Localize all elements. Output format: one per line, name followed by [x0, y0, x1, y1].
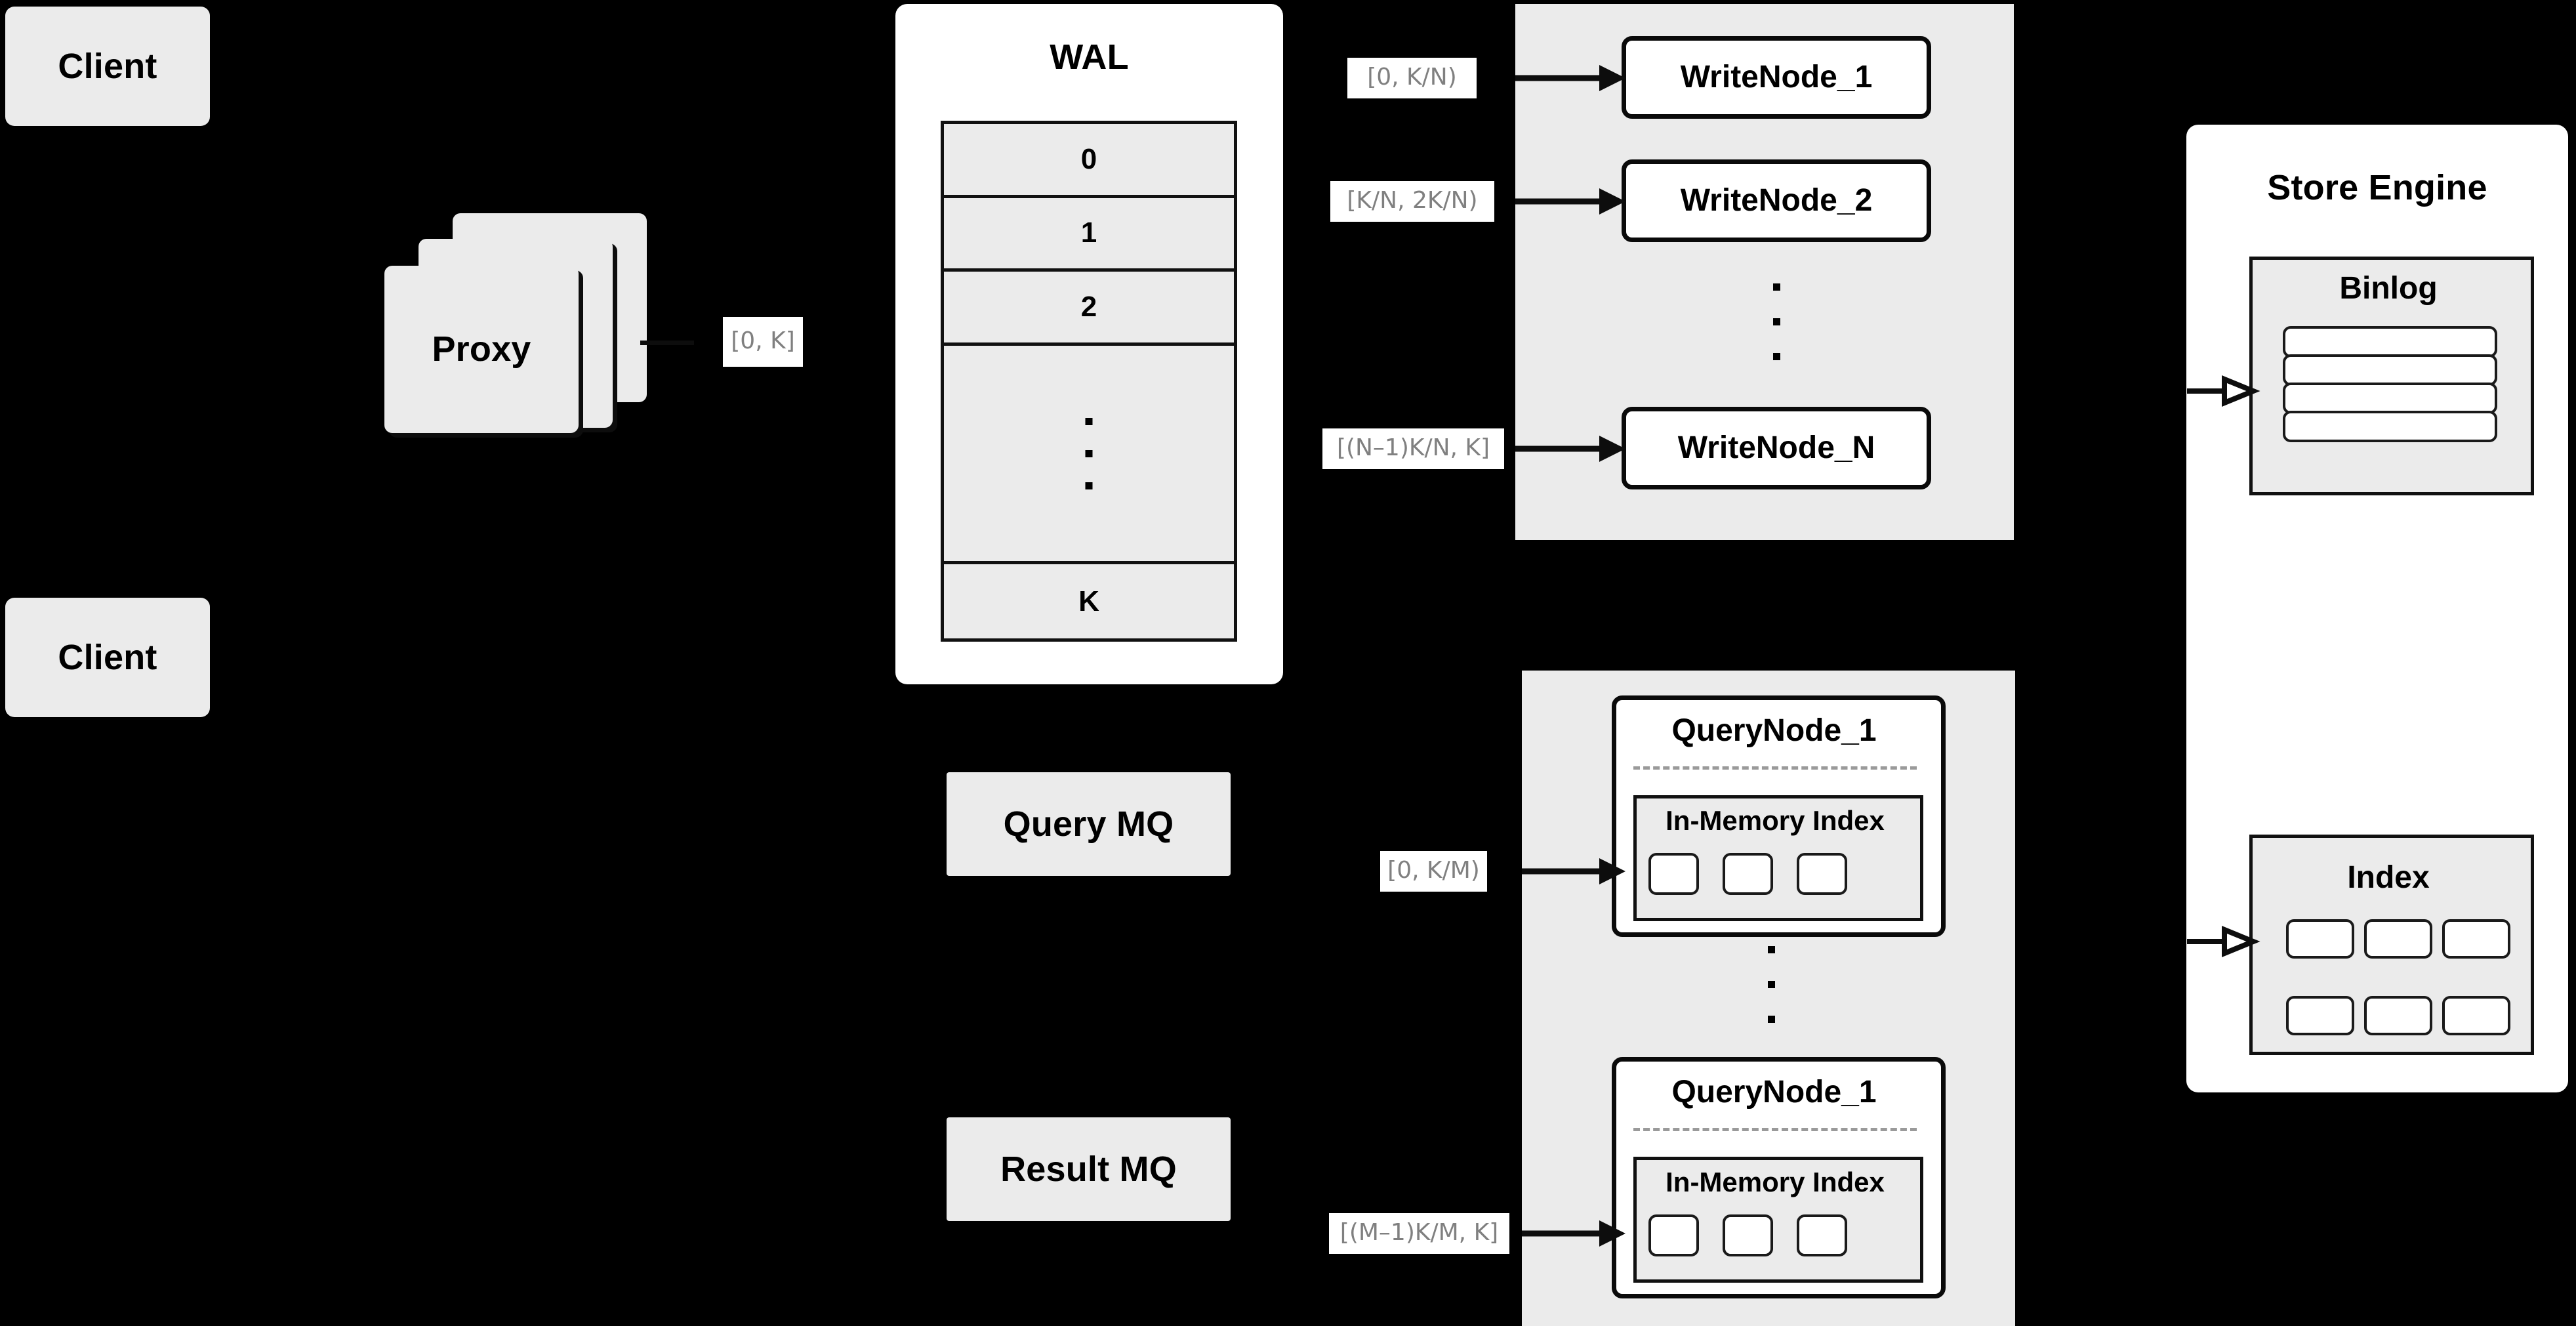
query-node-1-index-cell — [1797, 853, 1847, 895]
arrow-to-binlog — [2187, 375, 2260, 407]
index-cell — [2364, 996, 2432, 1035]
query-node-1-index-title: In-Memory Index — [1666, 804, 1885, 836]
wal-row: 2 — [944, 272, 1234, 346]
query-node-m-index-cell — [1648, 1214, 1699, 1256]
query-node-m-label: QueryNode_1 — [1671, 1074, 1877, 1109]
write-node-n: WriteNode_N — [1622, 407, 1931, 489]
arrow-to-index — [2187, 926, 2260, 957]
edge-label-query-range-1: [0, K/M) — [1380, 851, 1487, 892]
query-cluster-ellipsis-icon — [1767, 945, 1775, 1024]
proxy-stack: Proxy — [384, 213, 686, 433]
arrow-to-write-node-2 — [1515, 185, 1627, 218]
wal-row: 1 — [944, 198, 1234, 272]
arrow-to-query-node-1 — [1522, 855, 1627, 888]
edge-label-write-range-2: [K/N, 2K/N) — [1330, 181, 1494, 222]
wal-row-ellipsis — [944, 346, 1234, 565]
write-node-label: WriteNode_2 — [1680, 182, 1873, 218]
binlog-row — [2283, 411, 2497, 442]
index-cell — [2286, 919, 2354, 959]
arrow-to-write-node-1 — [1515, 62, 1627, 94]
query-node-m-separator — [1633, 1128, 1917, 1131]
arrow-to-write-node-n — [1515, 432, 1627, 465]
query-node-m-index-title: In-Memory Index — [1666, 1166, 1885, 1197]
index-cell — [2364, 919, 2432, 959]
index-cell — [2442, 996, 2510, 1035]
wal-row: K — [1078, 585, 1099, 617]
index-cell — [2442, 919, 2510, 959]
write-node-label: WriteNode_1 — [1680, 59, 1873, 94]
index-cell — [2286, 996, 2354, 1035]
arrow-to-query-node-m — [1522, 1217, 1627, 1250]
binlog-title: Binlog — [2339, 270, 2438, 306]
write-node-label: WriteNode_N — [1677, 430, 1875, 465]
binlog-row — [2283, 383, 2497, 414]
client-box-2: Client — [5, 598, 210, 717]
write-node-2: WriteNode_2 — [1622, 159, 1931, 242]
wal-row: 0 — [944, 124, 1234, 198]
edge-label-write-range-n: [(N–1)K/N, K] — [1322, 428, 1504, 469]
result-mq-box: Result MQ — [947, 1117, 1231, 1221]
query-node-1-separator — [1633, 766, 1917, 770]
client-box-1: Client — [5, 7, 210, 126]
edge-label-query-range-m: [(M–1)K/M, K] — [1329, 1213, 1509, 1254]
client-label: Client — [58, 46, 157, 86]
proxy-card-front: Proxy — [384, 266, 579, 433]
edge-label-write-range-1: [0, K/N) — [1347, 58, 1477, 98]
binlog-row — [2283, 354, 2497, 386]
client-label: Client — [58, 637, 157, 677]
query-node-1-label: QueryNode_1 — [1671, 713, 1877, 748]
proxy-label: Proxy — [432, 329, 531, 369]
query-node-1-index-cell — [1723, 853, 1773, 895]
binlog-row — [2283, 326, 2497, 358]
write-cluster-ellipsis-icon — [1772, 282, 1780, 361]
write-node-1: WriteNode_1 — [1622, 36, 1931, 119]
query-node-m-index-cell — [1723, 1214, 1773, 1256]
query-mq-box: Query MQ — [947, 772, 1231, 876]
edge-label-proxy-range: [0, K] — [723, 317, 803, 367]
store-engine-title: Store Engine — [2267, 167, 2487, 207]
wal-title: WAL — [1050, 37, 1129, 77]
wal-table: 0 1 2 K — [941, 121, 1237, 642]
proxy-out-connector — [640, 341, 694, 345]
vertical-ellipsis-icon — [1085, 417, 1093, 489]
query-node-1-index-cell — [1648, 853, 1699, 895]
index-title: Index — [2347, 860, 2430, 895]
query-node-m-index-cell — [1797, 1214, 1847, 1256]
